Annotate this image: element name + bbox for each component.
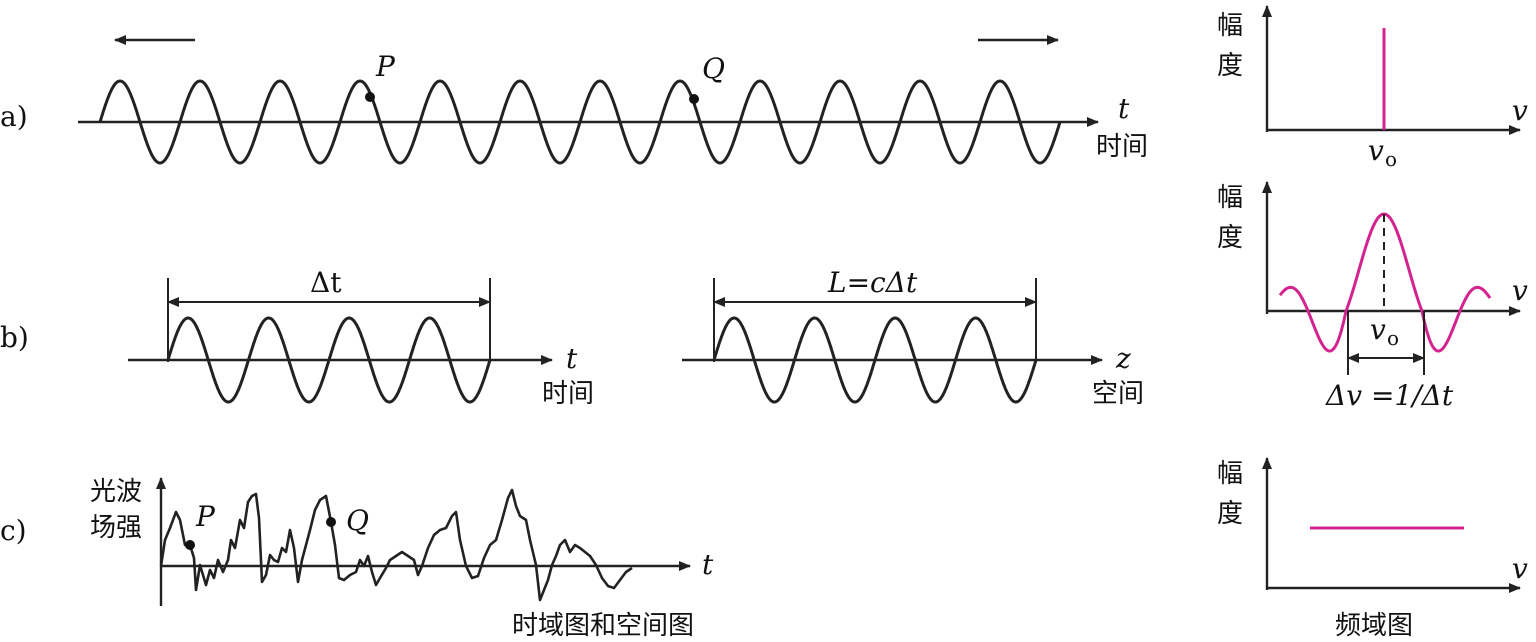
chaotic-point-p-label: P	[195, 500, 216, 533]
time-axis-b-name: 时间	[542, 379, 594, 409]
time-domain-caption: 时域图和空间图	[512, 611, 694, 641]
point-p-marker	[365, 92, 375, 102]
point-q-marker	[689, 94, 699, 104]
row-label-b: b)	[0, 321, 29, 354]
spectrum-b-ylabel-2: 度	[1217, 223, 1243, 253]
chaotic-point-p-marker	[185, 540, 195, 550]
spectrum-c-ylabel-2: 度	[1217, 499, 1243, 529]
spectrum-c-ylabel-1: 幅	[1217, 459, 1243, 489]
length-label: L=cΔt	[827, 266, 918, 299]
space-axis-b-name: 空间	[1092, 379, 1144, 409]
chaotic-point-q-label: Q	[346, 504, 369, 537]
infinite-sine-wave	[98, 79, 1062, 165]
point-q-label: Q	[702, 52, 725, 85]
time-axis-a-var: t	[1118, 92, 1130, 125]
finite-wave-train-time	[166, 316, 492, 404]
space-axis-b-var: z	[1115, 342, 1131, 375]
time-axis-a-name: 时间	[1096, 132, 1148, 162]
bandwidth-label: Δv =1/Δt	[1325, 379, 1454, 412]
row-label-a: a)	[0, 100, 28, 133]
chaotic-point-q-marker	[326, 517, 336, 527]
row-label-c: c)	[0, 514, 27, 547]
finite-wave-train-space	[712, 316, 1038, 404]
spectrum-b-center: v	[1370, 313, 1386, 346]
spectrum-a-ylabel-1: 幅	[1217, 11, 1243, 41]
time-axis-b-var: t	[566, 342, 578, 375]
spectrum-b-center-sub: o	[1387, 326, 1399, 350]
field-strength-label-1: 光波	[90, 477, 142, 507]
chaotic-light-field	[159, 488, 633, 602]
field-strength-label-2: 场强	[90, 513, 142, 543]
spectrum-a-ylabel-2: 度	[1217, 51, 1243, 81]
chaotic-time-var: t	[702, 548, 714, 581]
spectrum-a-center-sub: o	[1385, 147, 1397, 171]
duration-label: Δt	[310, 266, 342, 299]
point-p-label: P	[375, 50, 396, 83]
spectrum-a-center: v	[1368, 134, 1384, 167]
spectrum-a-xvar: v	[1512, 94, 1528, 127]
spectrum-b-ylabel-1: 幅	[1217, 183, 1243, 213]
spectrum-b-xvar: v	[1512, 274, 1528, 307]
spectrum-c-xvar: v	[1512, 552, 1528, 585]
frequency-domain-caption: 频域图	[1335, 611, 1413, 641]
